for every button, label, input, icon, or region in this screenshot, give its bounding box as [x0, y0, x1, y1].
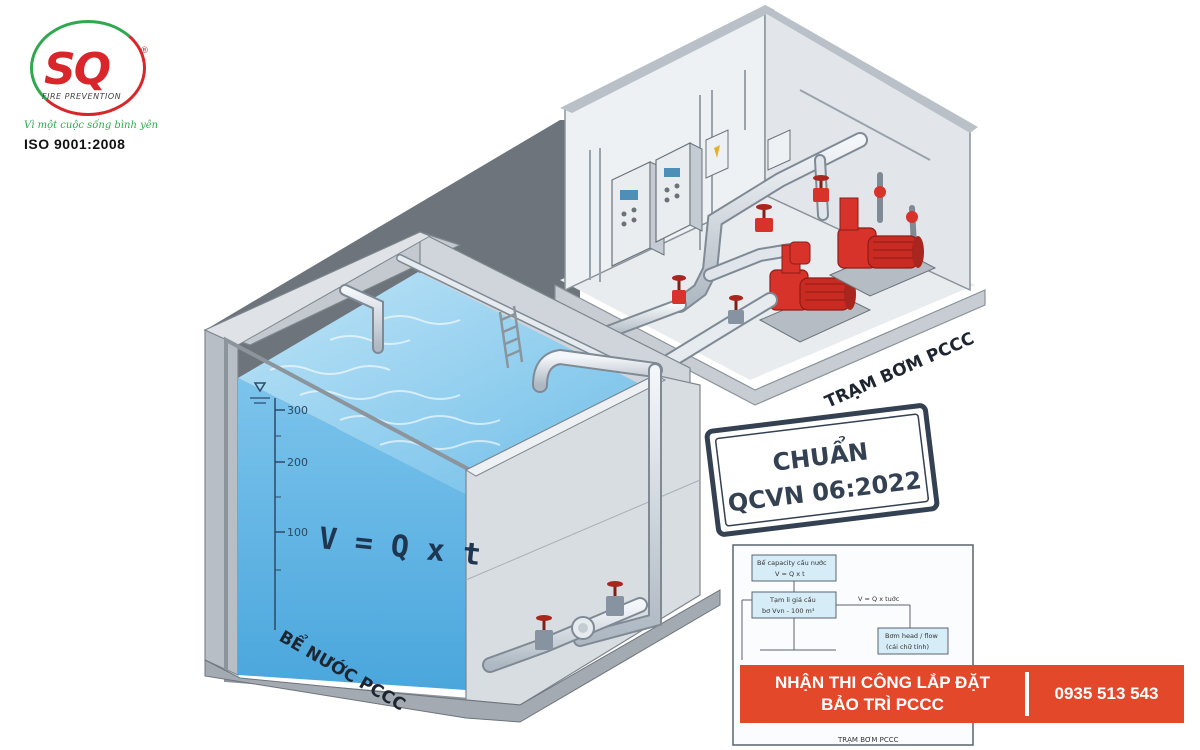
riser-pipe — [573, 363, 662, 647]
valve-icon — [755, 204, 773, 232]
flowchart-box-1: Bể capacity cấu nước V = Q x t — [751, 554, 837, 582]
fire-pump — [828, 197, 937, 297]
valve-icon — [728, 295, 744, 324]
control-cabinet — [655, 142, 703, 243]
banner-service-text: NHẬN THI CÔNG LẮP ĐẶT BẢO TRÌ PCCC — [740, 672, 1025, 716]
fire-pump-small — [789, 241, 811, 265]
banner-line-1: NHẬN THI CÔNG LẮP ĐẶT — [774, 673, 990, 692]
wall-conduit — [799, 89, 931, 161]
pump-station-room — [554, 5, 986, 406]
valve-icon — [535, 615, 553, 650]
flowchart-box-2-line-1: Tạm li giá cầu — [769, 596, 816, 604]
valve-icon — [906, 211, 918, 223]
flowchart-box-2: Tạm li giá cầu bơ Vvn - 100 m³ — [751, 591, 837, 619]
valve-icon — [672, 275, 686, 304]
flowchart-arrow-label: V = Q x tuớc — [858, 595, 900, 603]
flowchart-footer: TRẠM BƠM PCCC — [837, 736, 899, 744]
service-banner[interactable]: NHẬN THI CÔNG LẮP ĐẶT BẢO TRÌ PCCC 0935 … — [740, 665, 1184, 723]
water-tank: 300 200 100 V = Q x t — [203, 231, 721, 723]
logo-registered-mark: ® — [140, 46, 149, 56]
tank-base — [204, 589, 721, 723]
inlet-pipe — [339, 254, 624, 369]
gauge-label-100: 100 — [287, 526, 308, 539]
tank-left-wall — [204, 329, 239, 676]
iso-certification: ISO 9001:2008 — [24, 136, 126, 152]
flowchart-box-1-line-1: Bể capacity cấu nước — [757, 558, 827, 567]
tank-front-right-top — [464, 374, 667, 477]
standard-stamp: CHUẨN QCVN 06:2022 — [704, 403, 940, 537]
pump-room-wall-top-left — [560, 5, 775, 113]
ladder — [498, 305, 524, 369]
valve-icon — [813, 175, 829, 202]
flowchart-box-1-line-2: V = Q x t — [775, 570, 805, 578]
logo-slogan: Vì một cuộc sống bình yên — [24, 120, 159, 131]
gauge-label-300: 300 — [287, 404, 308, 417]
pump-piping — [672, 132, 918, 313]
water-ripples — [269, 315, 501, 450]
banner-line-2: BẢO TRÌ PCCC — [821, 695, 944, 714]
flowchart-box-2-line-2: bơ Vvn - 100 m³ — [762, 607, 815, 615]
flowchart-box-3-line-1: Bơm head / flow — [885, 632, 938, 640]
water-level-marker-icon — [253, 382, 267, 393]
flowchart-box-3: Bơm head / flow (cái chữ tính) — [877, 627, 949, 655]
flow-meter-icon — [571, 616, 595, 640]
water-front-face — [238, 378, 466, 690]
banner-phone[interactable]: 0935 513 543 — [1054, 684, 1159, 703]
flowchart-box-3-line-2: (cái chữ tính) — [886, 643, 929, 651]
gauge-label-200: 200 — [287, 456, 308, 469]
logo-mark: SQ — [44, 44, 111, 95]
logo-ring — [30, 20, 146, 116]
suction-pipe — [532, 348, 663, 393]
pump-room-wall-top-right — [765, 5, 978, 133]
valve-icon — [874, 186, 886, 198]
company-logo: SQ ® FIRE PREVENTION Vì một cuộc sống bì… — [22, 18, 159, 158]
banner-divider — [1025, 672, 1029, 716]
electrical-box — [767, 129, 791, 171]
electrical-box — [705, 129, 729, 179]
fire-pump — [758, 244, 872, 343]
logo-subtitle: FIRE PREVENTION — [42, 92, 122, 101]
valve-icon — [606, 581, 624, 616]
